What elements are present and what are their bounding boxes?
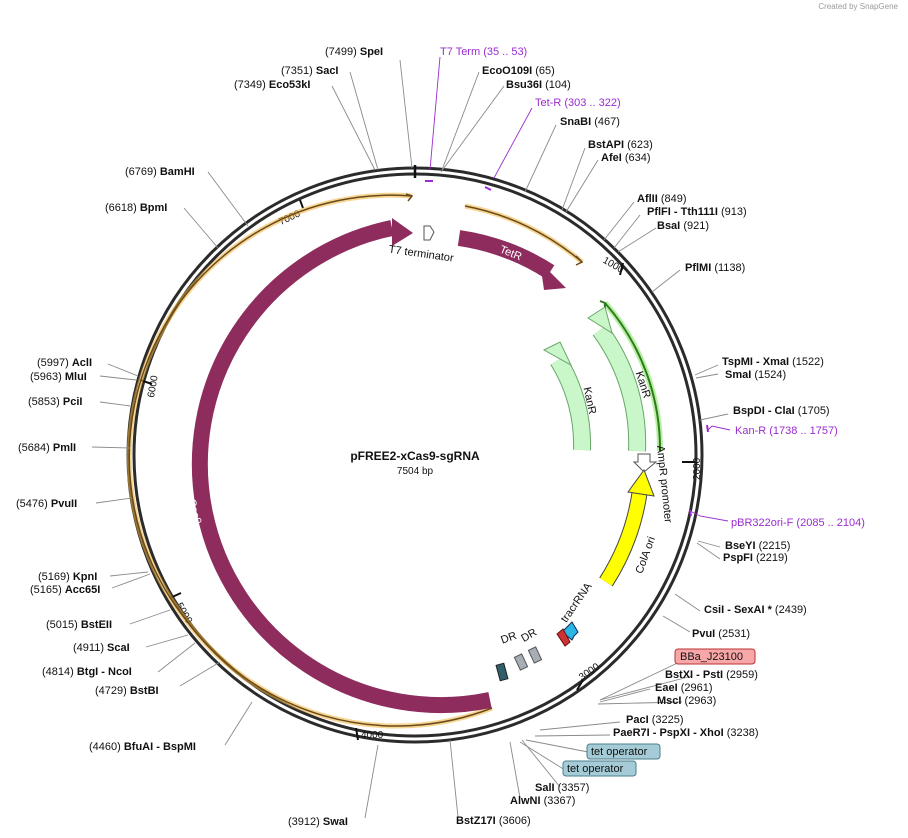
tet-operator-label-2: tet operator (567, 763, 624, 775)
bba-j23100-label: BBa_J23100 (680, 651, 743, 663)
outer-arc-arrowhead-right (575, 255, 584, 266)
ampr-promoter-arrow (632, 453, 658, 473)
svg-text:MscI (2963): MscI (2963) (657, 695, 716, 707)
svg-text:(5015) BstEII: (5015) BstEII (46, 619, 112, 631)
kanr-outer-arrowhead (587, 306, 613, 335)
t7-terminator-arrow (423, 225, 435, 241)
svg-text:SmaI (1524): SmaI (1524) (725, 369, 786, 381)
svg-text:(7351) SacI: (7351) SacI (281, 65, 339, 77)
svg-text:SalI (3357): SalI (3357) (535, 782, 589, 794)
svg-text:AlwNI (3367): AlwNI (3367) (510, 795, 575, 807)
dr-box-dark (495, 662, 509, 682)
dr-box-2 (527, 646, 543, 664)
bba-promoter-mark (556, 628, 571, 647)
svg-text:Kan-R (1738 .. 1757): Kan-R (1738 .. 1757) (735, 425, 838, 437)
svg-text:(6618) BpmI: (6618) BpmI (105, 202, 167, 214)
svg-text:BspDI - ClaI (1705): BspDI - ClaI (1705) (733, 405, 830, 417)
svg-text:(4460) BfuAI - BspMI: (4460) BfuAI - BspMI (89, 741, 196, 753)
tick-marks (139, 199, 695, 741)
tick-label-4000: 4000 (361, 730, 384, 741)
svg-text:(5169) KpnI: (5169) KpnI (38, 571, 97, 583)
outer-arc-arrowhead-left (405, 193, 414, 202)
enzyme-labels: (7499) SpeI (7351) SacI (7349) Eco53kI E… (16, 46, 830, 828)
primer-mark-pbr322 (689, 509, 692, 517)
svg-text:PacI (3225): PacI (3225) (626, 714, 684, 726)
tracrrna-arrow (561, 621, 579, 641)
tet-operator-box-2 (562, 760, 637, 777)
svg-text:(5684) PmlI: (5684) PmlI (18, 442, 76, 454)
leader-lines (91, 59, 729, 819)
cas9-arc (192, 220, 492, 714)
svg-text:TspMI - XmaI (1522): TspMI - XmaI (1522) (722, 356, 824, 368)
tick-label-6000: 6000 (146, 374, 161, 398)
kanr-outline-arc (604, 302, 662, 452)
svg-text:BstZ17I (3606): BstZ17I (3606) (456, 815, 531, 827)
svg-text:(7349) Eco53kI: (7349) Eco53kI (234, 79, 310, 91)
svg-text:(7499) SpeI: (7499) SpeI (325, 46, 383, 58)
outer-arc-left-glow (126, 192, 413, 622)
primer-mark-tetr (484, 186, 492, 191)
svg-text:(6769) BamHI: (6769) BamHI (125, 166, 195, 178)
svg-text:(4729) BstBI: (4729) BstBI (95, 685, 159, 697)
plasmid-name: pFREE2-xCas9-sgRNA (350, 449, 480, 463)
svg-text:(5997) AclI: (5997) AclI (37, 357, 92, 369)
kanr-inner-label: KanR (581, 386, 598, 415)
svg-text:BstAPI (623): BstAPI (623) (588, 139, 653, 151)
primer-mark-kanr (706, 424, 709, 433)
dr-label-1: DR (499, 630, 518, 647)
svg-text:BsaI (921): BsaI (921) (657, 220, 709, 232)
plasmid-size: 7504 bp (397, 466, 434, 477)
dr-box-1 (513, 653, 529, 671)
svg-text:(3912) SwaI: (3912) SwaI (288, 816, 348, 828)
svg-text:T7 Term (35 .. 53): T7 Term (35 .. 53) (440, 46, 527, 58)
cola-arrowhead (627, 468, 655, 497)
outer-arc-bottom (185, 619, 493, 727)
svg-text:PvuI (2531): PvuI (2531) (692, 628, 750, 640)
svg-text:pBR322ori-F (2085 .. 2104): pBR322ori-F (2085 .. 2104) (731, 517, 865, 529)
cola-label: ColA ori (634, 535, 658, 575)
svg-text:(4814) BtgI - NcoI: (4814) BtgI - NcoI (42, 666, 132, 678)
dr-label-2: DR (519, 626, 539, 644)
bba-j23100-box (674, 648, 756, 665)
svg-text:(5963) MluI: (5963) MluI (30, 371, 87, 383)
svg-text:(4911) ScaI: (4911) ScaI (73, 642, 130, 654)
svg-text:EcoO109I (65): EcoO109I (65) (482, 65, 555, 77)
tet-operator-box-1 (586, 743, 661, 760)
svg-text:PaeR7I - PspXI - XhoI (3238): PaeR7I - PspXI - XhoI (3238) (613, 727, 759, 739)
svg-text:PflMI (1138): PflMI (1138) (685, 262, 745, 274)
primer-labels: T7 Term (35 .. 53) Tet-R (303 .. 322) Ka… (440, 46, 865, 529)
snapgene-credit: Created by SnapGene (818, 2, 898, 11)
svg-text:AfeI (634): AfeI (634) (601, 152, 651, 164)
tetr-arrowhead (540, 262, 566, 290)
svg-text:Tet-R (303 .. 322): Tet-R (303 .. 322) (535, 97, 621, 109)
svg-text:(5853) PciI: (5853) PciI (28, 396, 82, 408)
t7-terminator-label: T7 terminator (388, 244, 455, 265)
primer-leaders (429, 56, 731, 522)
kanr-inner-arrowhead (542, 341, 573, 367)
tet-operator-label-1: tet operator (591, 746, 648, 758)
svg-text:EaeI (2961): EaeI (2961) (655, 682, 713, 694)
svg-text:CsiI - SexAI * (2439): CsiI - SexAI * (2439) (704, 604, 807, 616)
outer-arc-left (128, 194, 413, 621)
outer-arc-top-right (464, 205, 583, 263)
cola-arc (600, 488, 647, 586)
svg-text:PflFI - Tth111I (913): PflFI - Tth111I (913) (647, 206, 747, 218)
tracrrna-label: tracrRNA (559, 580, 595, 624)
cas9-arrowhead (392, 218, 413, 246)
svg-text:Bsu36I (104): Bsu36I (104) (506, 79, 571, 91)
svg-text:BstXI - PstI (2959): BstXI - PstI (2959) (665, 669, 758, 681)
tick-label-3000: 3000 (577, 661, 602, 683)
svg-text:AflII (849): AflII (849) (637, 193, 687, 205)
tick-label-2000: 2000 (692, 457, 703, 480)
kanr-inner-arc (551, 355, 591, 451)
ampr-promoter-label: AmpR promoter (654, 445, 674, 524)
kanr-outer-arc (593, 325, 646, 452)
svg-text:BseYI (2215): BseYI (2215) (725, 540, 790, 552)
svg-text:(5476) PvuII: (5476) PvuII (16, 498, 77, 510)
svg-text:PspFI (2219): PspFI (2219) (723, 552, 788, 564)
svg-text:SnaBI (467): SnaBI (467) (560, 116, 620, 128)
svg-text:(5165) Acc65I: (5165) Acc65I (30, 584, 100, 596)
